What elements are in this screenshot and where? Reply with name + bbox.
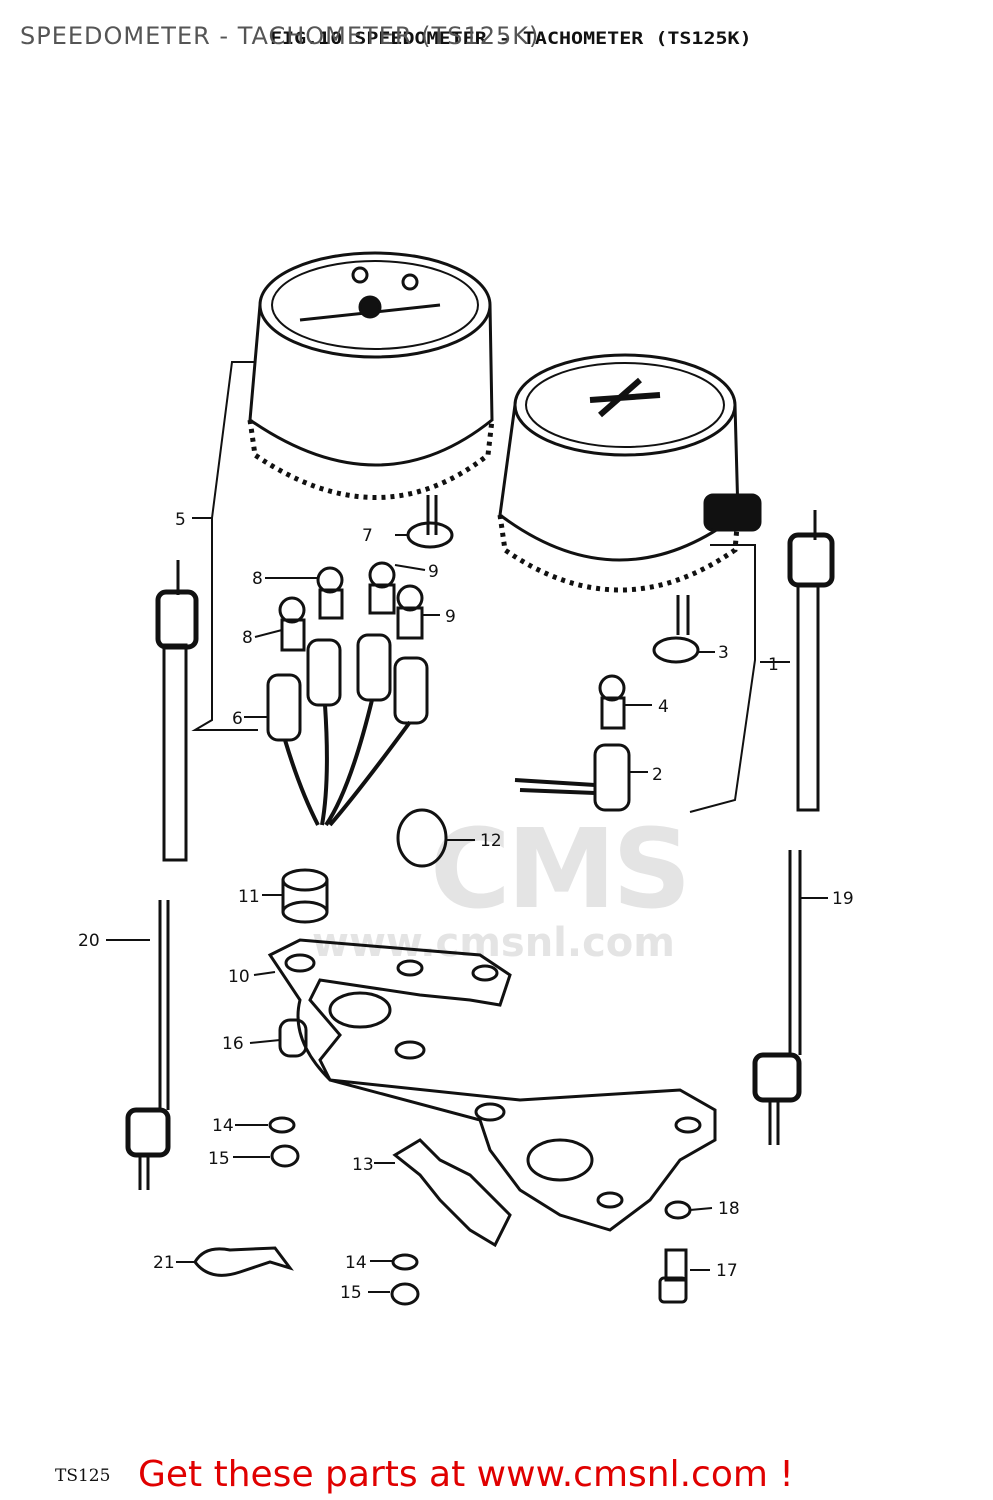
bracket-plate-10[interactable] — [267, 938, 717, 1232]
socket-2[interactable] — [593, 743, 631, 812]
callout-1[interactable]: 1 — [768, 655, 779, 675]
callout-8-b[interactable]: 8 — [242, 628, 253, 648]
bracket-holes — [284, 953, 702, 1209]
socket-2-wire — [514, 778, 596, 795]
callout-18[interactable]: 18 — [718, 1199, 740, 1219]
callout-2[interactable]: 2 — [652, 765, 663, 785]
callout-11[interactable]: 11 — [238, 887, 260, 907]
callout-9-a[interactable]: 9 — [428, 562, 439, 582]
callout-5[interactable]: 5 — [175, 510, 186, 530]
bulb-4-base — [600, 696, 626, 730]
tach-stud — [426, 495, 438, 535]
callout-14-b[interactable]: 14 — [345, 1253, 367, 1273]
socket-harness[interactable] — [266, 633, 429, 827]
callout-14-a[interactable]: 14 — [212, 1116, 234, 1136]
group-bracket-5 — [191, 361, 258, 731]
washer-14-b[interactable] — [391, 1253, 419, 1271]
speedometer-gauge[interactable] — [497, 353, 762, 593]
page-title: SPEEDOMETER - TACHOMETER (TS125K) — [20, 22, 540, 50]
leader-lines — [106, 517, 828, 1293]
cable-20[interactable] — [125, 560, 199, 1190]
callout-3[interactable]: 3 — [718, 643, 729, 663]
callout-19[interactable]: 19 — [832, 889, 854, 909]
callout-20[interactable]: 20 — [78, 931, 100, 951]
clip-21[interactable] — [193, 1246, 294, 1277]
cta-link[interactable]: Get these parts at www.cmsnl.com ! — [138, 1454, 794, 1495]
clamp-13[interactable] — [392, 1138, 512, 1248]
callout-7[interactable]: 7 — [362, 526, 373, 546]
callout-6[interactable]: 6 — [232, 709, 243, 729]
callout-21[interactable]: 21 — [153, 1253, 175, 1273]
washer-7[interactable] — [406, 521, 454, 549]
group-bracket-1 — [689, 544, 756, 813]
spacer-16[interactable] — [278, 1018, 308, 1058]
callout-4[interactable]: 4 — [658, 697, 669, 717]
cap-12[interactable] — [396, 808, 448, 868]
callout-12[interactable]: 12 — [480, 831, 502, 851]
callout-9-b[interactable]: 9 — [445, 607, 456, 627]
bulb-group[interactable] — [278, 561, 424, 652]
callout-15-a[interactable]: 15 — [208, 1149, 230, 1169]
callout-17[interactable]: 17 — [716, 1261, 738, 1281]
watermark-logo: CMS — [430, 805, 691, 933]
callout-10[interactable]: 10 — [228, 967, 250, 987]
watermark-url: www.cmsnl.com — [312, 920, 675, 966]
bulb-4[interactable] — [598, 674, 626, 702]
model-code: TS125 — [55, 1466, 111, 1486]
callout-16[interactable]: 16 — [222, 1034, 244, 1054]
callout-15-b[interactable]: 15 — [340, 1283, 362, 1303]
cable-19[interactable] — [752, 510, 835, 1145]
tachometer-gauge[interactable] — [247, 251, 495, 500]
callout-13[interactable]: 13 — [352, 1155, 374, 1175]
speedo-stud — [676, 595, 690, 635]
nut-15-b[interactable] — [390, 1282, 420, 1306]
nut-15-a[interactable] — [270, 1144, 300, 1168]
callout-labels: 1 2 3 4 5 6 7 8 8 9 9 10 11 12 13 14 14 … — [78, 510, 854, 1303]
washer-14-a[interactable] — [268, 1116, 296, 1134]
callout-8-a[interactable]: 8 — [252, 569, 263, 589]
grommet-11[interactable] — [281, 868, 329, 924]
bolt-17[interactable] — [658, 1248, 688, 1304]
diagram-heading: FIG.10 SPEEDOMETER - TACHOMETER (TS125K) — [270, 27, 752, 49]
washer-3[interactable] — [652, 636, 700, 664]
washer-18[interactable] — [664, 1200, 692, 1220]
